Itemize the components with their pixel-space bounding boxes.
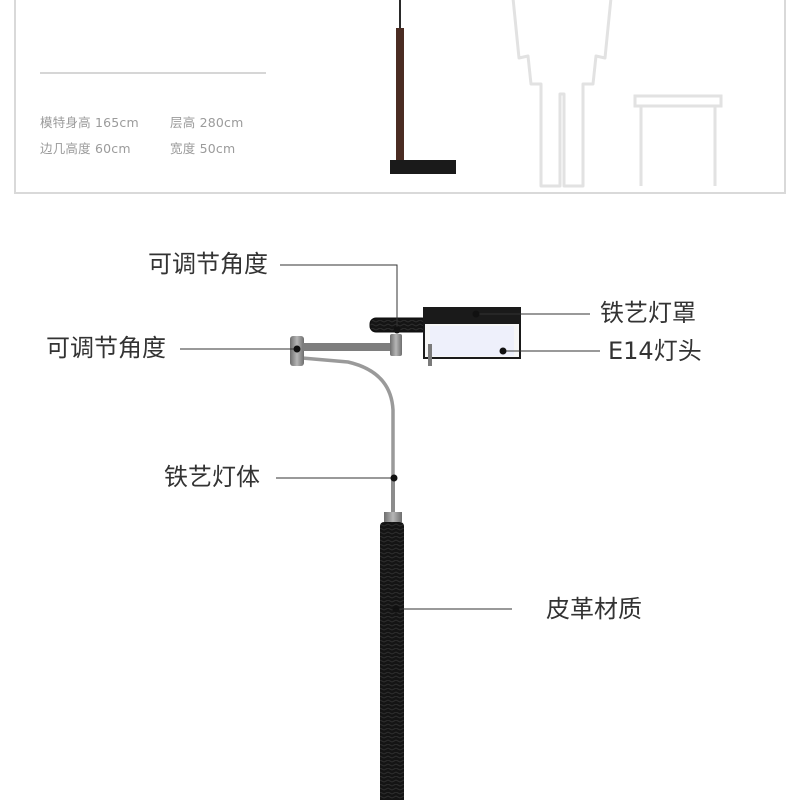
callout-e14-socket: E14灯头 xyxy=(608,337,702,365)
spec-width: 宽度 50cm xyxy=(170,141,236,156)
gooseneck-stem xyxy=(301,356,395,512)
callout-adjust-angle-top: 可调节角度 xyxy=(148,250,268,278)
leather-pole xyxy=(380,512,404,800)
scale-illustration xyxy=(390,0,723,188)
spec-floor-height: 层高 280cm xyxy=(170,115,244,130)
callout-leader-lines xyxy=(180,264,600,610)
lamp-scale-silhouette xyxy=(390,0,456,174)
callout-iron-body: 铁艺灯体 xyxy=(164,463,260,491)
spec-table-height: 边几高度 60cm xyxy=(40,141,131,156)
callout-leather: 皮革材质 xyxy=(546,595,642,623)
spec-model-height: 模特身高 165cm xyxy=(40,115,139,130)
callout-iron-shade: 铁艺灯罩 xyxy=(600,299,696,327)
model-figure-icon xyxy=(511,0,613,188)
callout-dots xyxy=(293,310,507,613)
spec-divider xyxy=(40,72,266,74)
scale-comparison-panel: 模特身高 165cm 层高 280cm 边几高度 60cm 宽度 50cm xyxy=(14,0,786,194)
callout-adjust-angle-side: 可调节角度 xyxy=(46,334,166,362)
side-table-icon xyxy=(633,94,723,186)
